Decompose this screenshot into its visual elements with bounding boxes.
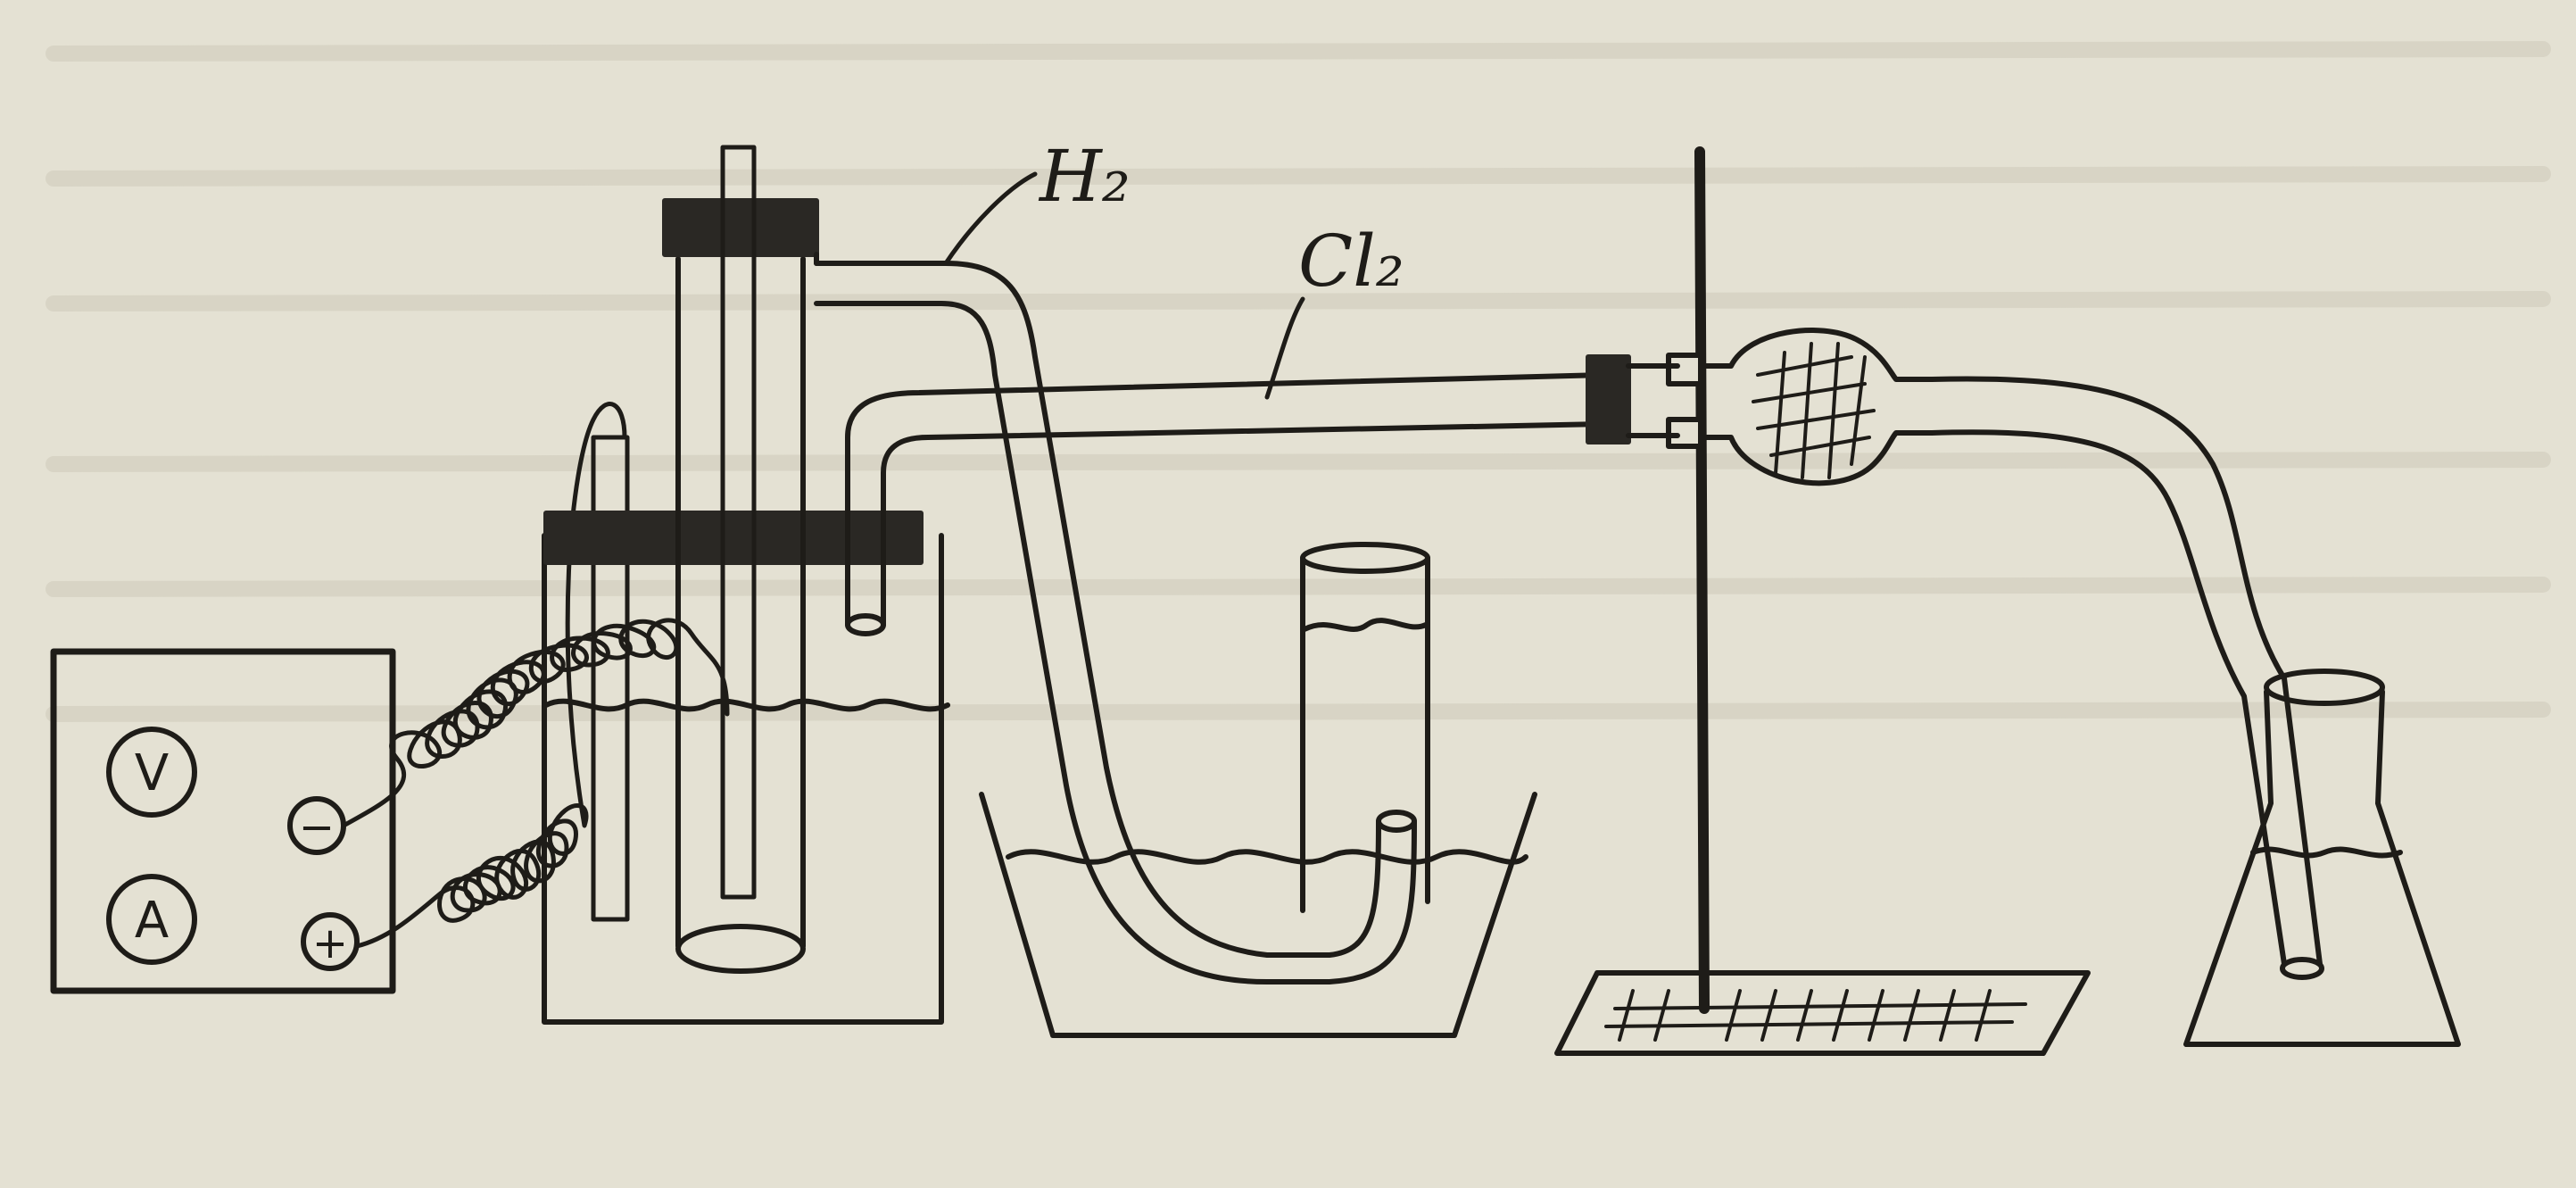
erlenmeyer-flask	[2183, 669, 2461, 1047]
electrolysis-beaker	[542, 435, 950, 1025]
tube-stopper-clamp	[1586, 354, 1631, 444]
voltmeter-dial	[106, 727, 197, 818]
voltmeter-label: V	[135, 744, 169, 802]
inner-tube	[662, 145, 948, 974]
water-trough	[979, 792, 1537, 1038]
chlorine-leader-line	[1264, 296, 1305, 400]
chlorine-label: Cl₂	[1298, 220, 1404, 303]
beaker-liquid-level	[543, 698, 950, 712]
ammeter-dial	[106, 874, 197, 965]
minus-terminal-label: −	[299, 802, 335, 852]
inner-electrode	[720, 145, 757, 900]
outer-electrode	[591, 435, 630, 922]
hydrogen-leader-line	[943, 171, 1038, 266]
hydrogen-tube	[814, 261, 1381, 958]
hydrogen-tube-inner	[814, 301, 1417, 984]
coiled-wire-positive	[354, 402, 627, 949]
coiled-wire-negative	[341, 618, 730, 828]
stand-base	[1554, 970, 2091, 1056]
trough-water-level	[1006, 849, 1528, 865]
ammeter-label: A	[135, 892, 169, 950]
ring-stand	[1554, 146, 2091, 1056]
outlet-tube	[1929, 376, 2323, 967]
power-supply-labels: V A − +	[135, 744, 348, 968]
beaker-stopper	[543, 511, 924, 565]
power-supply	[50, 648, 396, 994]
reaction-bulb	[1698, 328, 1934, 486]
hydrogen-label: H₂	[1038, 135, 1131, 218]
plus-terminal-label: +	[312, 918, 348, 968]
outlet-tube-inner	[1929, 429, 2287, 967]
chlorine-tube-inner	[881, 421, 1609, 627]
flask-liquid-level	[2250, 846, 2403, 859]
chlorine-tube	[845, 372, 1609, 627]
collection-cylinder	[1300, 542, 1430, 913]
plus-terminal	[301, 912, 360, 971]
inner-tube-stopper	[662, 198, 819, 257]
